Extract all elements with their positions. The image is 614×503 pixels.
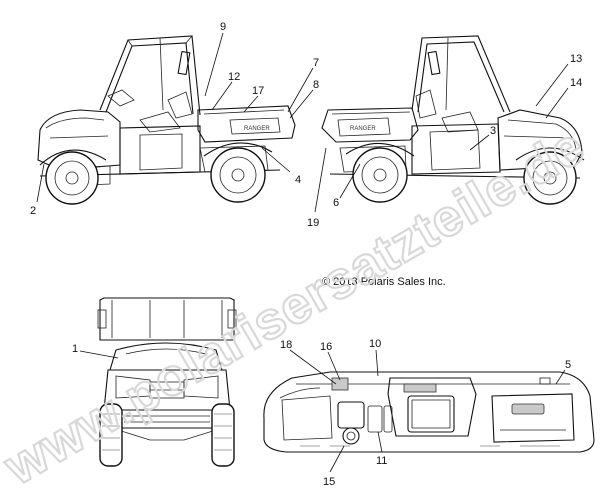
svg-text:RANGER: RANGER [350,126,376,132]
callout-17: 17 [252,85,264,97]
callout-5: 5 [565,359,571,371]
svg-text:RANGER: RANGER [244,126,270,132]
callout-11: 11 [376,455,387,467]
callout-6: 6 [333,197,339,209]
callout-19: 19 [307,217,319,229]
callout-numbers: 1 2 3 4 5 6 7 8 9 10 11 12 13 14 15 16 1… [30,21,582,488]
callout-16: 16 [320,341,332,353]
callout-14: 14 [570,77,582,89]
dashboard-view [263,371,595,453]
callout-7: 7 [313,57,319,69]
callout-18: 18 [280,339,292,351]
callout-3: 3 [490,125,496,137]
vehicle-front-view [97,297,237,467]
callout-4: 4 [295,174,301,186]
callout-9: 9 [220,21,226,33]
leader-lines [36,32,569,473]
callout-8: 8 [313,79,319,91]
copyright-text: © 2013 Polaris Sales Inc. [322,276,446,288]
vehicle-right-side-view: RANGER [321,35,585,205]
callout-12: 12 [228,71,240,83]
callout-13: 13 [570,53,582,65]
callout-15: 15 [323,476,335,488]
callout-1: 1 [72,343,78,355]
vehicle-left-side-view: RANGER [37,35,296,205]
callout-10: 10 [369,338,381,350]
callout-2: 2 [30,205,36,217]
